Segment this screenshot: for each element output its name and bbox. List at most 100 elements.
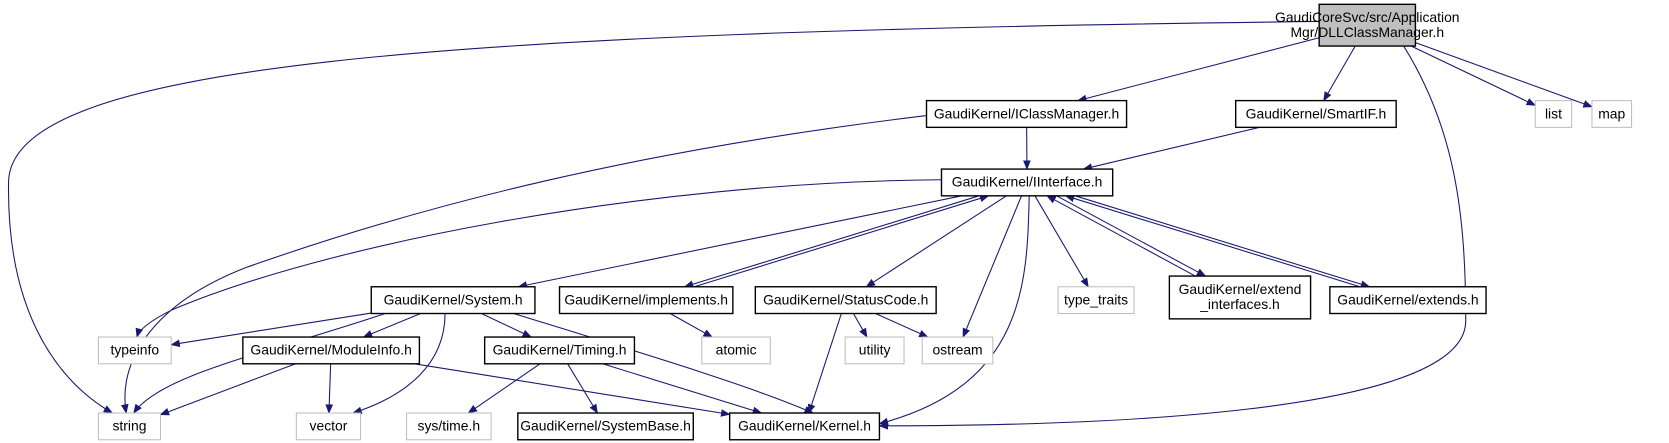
- node-label: GaudiKernel/ModuleInfo.h: [250, 342, 411, 358]
- node-system[interactable]: GaudiKernel/System.h: [370, 286, 536, 315]
- node-label: GaudiKernel/Kernel.h: [738, 418, 871, 434]
- node-label: GaudiKernel/extend: [1179, 281, 1302, 297]
- node-label: string: [112, 418, 146, 434]
- node-box: [844, 336, 905, 365]
- node-box: [517, 412, 694, 441]
- node-box: [754, 286, 937, 315]
- edge-iinterface-to-typeinfo: [135, 179, 942, 338]
- node-label: ostream: [932, 342, 982, 358]
- node-iinterface[interactable]: GaudiKernel/IInterface.h: [940, 168, 1114, 197]
- node-list: list: [1534, 100, 1573, 128]
- node-extend-interfaces[interactable]: GaudiKernel/extend_interfaces.h: [1168, 275, 1312, 320]
- edges: [8, 20, 1593, 430]
- edge-main-to-kernel: [878, 45, 1467, 430]
- edge-extends-to-iinterface: [1064, 194, 1361, 288]
- edge-iinterface-to-system: [517, 195, 962, 289]
- node-label: GaudiKernel/implements.h: [564, 291, 728, 307]
- node-kernel[interactable]: GaudiKernel/Kernel.h: [728, 412, 881, 441]
- node-box: [1591, 100, 1633, 128]
- node-systembase[interactable]: GaudiKernel/SystemBase.h: [517, 412, 694, 441]
- node-box: [558, 286, 734, 315]
- node-box: [1057, 286, 1135, 315]
- node-label: type_traits: [1064, 291, 1128, 307]
- edge-moduleinfo-to-string: [159, 363, 296, 416]
- edge-iinterface-to-type-traits: [1034, 195, 1089, 288]
- node-atomic: atomic: [701, 336, 771, 365]
- edge-system-to-moduleinfo: [362, 313, 421, 338]
- edge-main-to-string: [8, 20, 1320, 414]
- edge-main-to-list: [1410, 45, 1537, 106]
- node-implements[interactable]: GaudiKernel/implements.h: [558, 286, 734, 315]
- edge-main-to-icm: [1076, 37, 1320, 103]
- edge-main-to-map: [1415, 42, 1593, 108]
- edge-implements-to-atomic: [669, 313, 714, 338]
- node-label: vector: [310, 418, 348, 434]
- node-label: GaudiCoreSvc/src/Application: [1275, 9, 1460, 25]
- node-box: [940, 168, 1114, 197]
- edge-iinterface-to-kernel: [878, 195, 1030, 426]
- node-box: [295, 412, 362, 441]
- node-main[interactable]: GaudiCoreSvc/src/ApplicationMgr/DLLClass…: [1275, 3, 1460, 47]
- node-utility: utility: [844, 336, 905, 365]
- edge-iinterface-to-statuscode: [865, 195, 1007, 288]
- edge-system-to-vector: [352, 313, 446, 415]
- edge-iinterface-to-extends: [1074, 195, 1371, 288]
- edge-main-to-smartif: [1323, 45, 1356, 102]
- node-label: utility: [859, 342, 891, 358]
- node-box: [1329, 286, 1487, 315]
- node-moduleinfo[interactable]: GaudiKernel/ModuleInfo.h: [242, 336, 421, 365]
- node-box: [483, 336, 636, 365]
- edge-statuscode-to-utility: [852, 313, 868, 338]
- node-smartif[interactable]: GaudiKernel/SmartIF.h: [1235, 99, 1397, 129]
- node-box: [406, 412, 492, 441]
- node-box: [1235, 99, 1397, 129]
- edge-system-to-timing: [481, 313, 533, 338]
- edge-statuscode-to-kernel: [807, 313, 842, 414]
- edge-timing-to-systembase: [567, 363, 598, 414]
- node-label: GaudiKernel/StatusCode.h: [763, 291, 928, 307]
- node-label: GaudiKernel/IClassManager.h: [934, 105, 1119, 121]
- edge-timing-to-systime: [467, 363, 541, 414]
- node-box: [1534, 100, 1573, 128]
- node-box: [370, 286, 536, 315]
- edge-extend-interfaces-to-iinterface: [1046, 195, 1196, 277]
- node-icm[interactable]: GaudiKernel/IClassManager.h: [925, 99, 1128, 129]
- node-box: [921, 336, 994, 365]
- node-label: atomic: [716, 342, 757, 358]
- node-box: [728, 412, 881, 441]
- node-box: [925, 99, 1128, 129]
- edge-iinterface-to-implements: [683, 195, 980, 288]
- node-vector: vector: [295, 412, 362, 441]
- edge-icm-to-string: [120, 115, 927, 414]
- node-box: [1168, 275, 1312, 320]
- node-box: [97, 336, 172, 365]
- node-string: string: [97, 412, 162, 441]
- edge-system-to-kernel: [513, 312, 814, 414]
- node-label: typeinfo: [110, 342, 159, 358]
- node-box: [701, 336, 771, 365]
- node-systime: sys/time.h: [406, 412, 492, 441]
- node-label: sys/time.h: [418, 418, 481, 434]
- edge-moduleinfo-to-vector: [325, 363, 334, 414]
- node-label: GaudiKernel/SmartIF.h: [1246, 105, 1387, 121]
- node-statuscode[interactable]: GaudiKernel/StatusCode.h: [754, 286, 937, 315]
- edge-implements-to-iinterface: [694, 194, 990, 288]
- edge-smartif-to-iinterface: [1082, 126, 1260, 171]
- edge-system-to-typeinfo: [170, 312, 372, 348]
- node-type-traits: type_traits: [1057, 286, 1135, 315]
- node-label: GaudiKernel/System.h: [384, 291, 523, 307]
- node-typeinfo: typeinfo: [97, 336, 172, 365]
- node-label: list: [1545, 105, 1562, 121]
- edge-iinterface-to-ostream: [962, 195, 1023, 338]
- edge-statuscode-to-ostream: [875, 313, 929, 338]
- node-extends[interactable]: GaudiKernel/extends.h: [1329, 286, 1487, 315]
- node-label: GaudiKernel/Timing.h: [493, 342, 627, 358]
- edge-iinterface-to-extend-interfaces: [1056, 195, 1207, 277]
- node-label: _interfaces.h: [1199, 296, 1280, 312]
- node-ostream: ostream: [921, 336, 994, 365]
- node-timing[interactable]: GaudiKernel/Timing.h: [483, 336, 636, 365]
- node-label: GaudiKernel/extends.h: [1337, 291, 1478, 307]
- node-box: [97, 412, 162, 441]
- edge-timing-to-kernel: [602, 363, 763, 415]
